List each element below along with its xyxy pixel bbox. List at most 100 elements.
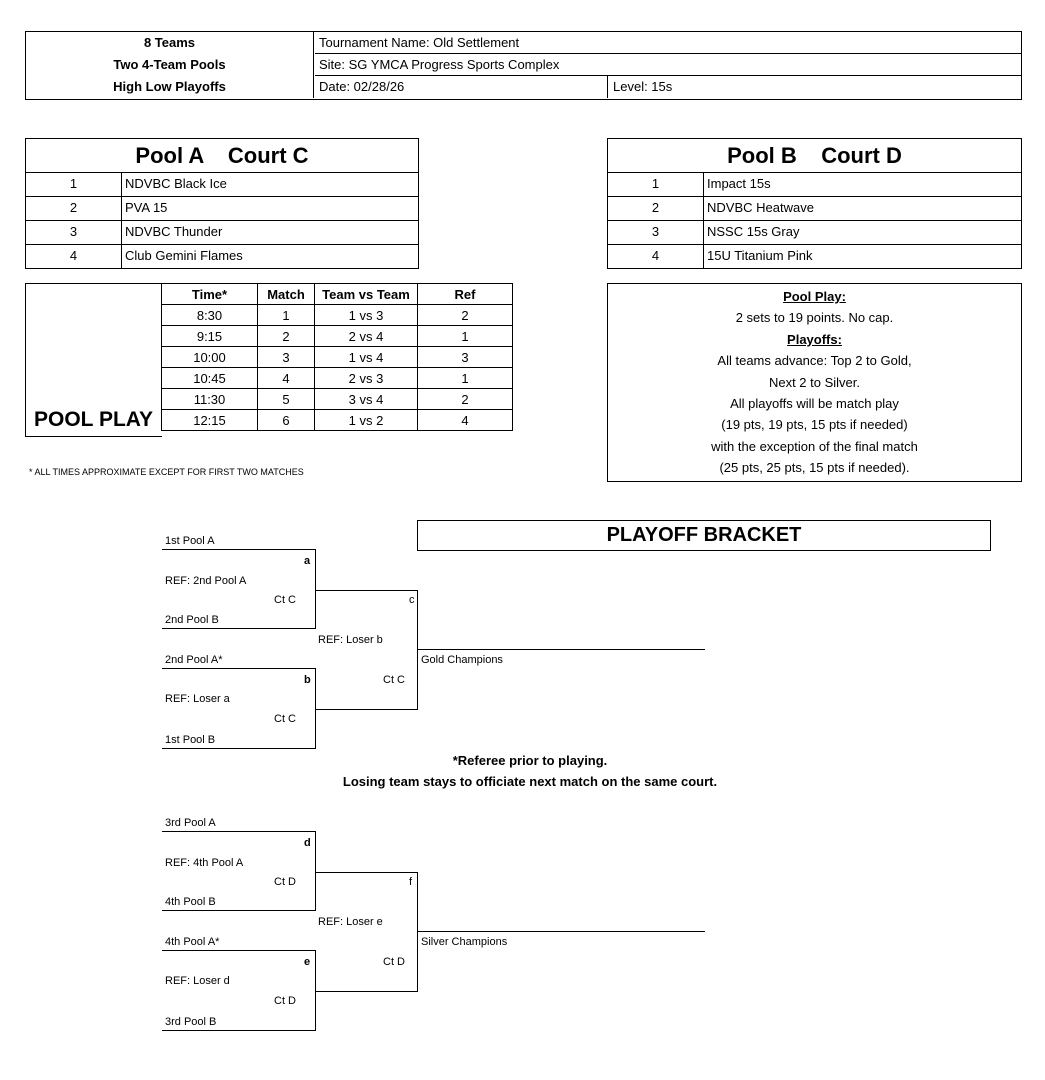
pool-b-title-text: Pool B Court D [727,143,902,168]
cell-ref: 3 [417,346,513,368]
cell-time: 9:15 [161,325,258,347]
bracket-line [417,590,418,710]
bracket-line [315,590,418,591]
tournament-name: Tournament Name: Old Settlement [315,32,1021,54]
cell-teams: 1 vs 4 [314,346,418,368]
rules-box: Pool Play: 2 sets to 19 points. No cap. … [607,283,1022,482]
seed-label: 2nd Pool B [165,614,219,626]
tournament-site: Site: SG YMCA Progress Sports Complex [315,54,1021,76]
team-seed: 1 [608,173,704,196]
cell-teams: 2 vs 3 [314,367,418,389]
cell-time: 10:45 [161,367,258,389]
pool-play-heading: Pool Play: [783,289,846,304]
bracket-line [162,748,315,749]
pool-b-title: Pool B Court D [608,139,1021,173]
rules-line: with the exception of the final match [711,438,918,454]
cell-match: 5 [257,388,315,410]
bracket-line [162,831,315,832]
bracket-title: PLAYOFF BRACKET [417,520,991,551]
seed-label: 1st Pool B [165,734,216,746]
cell-teams: 2 vs 4 [314,325,418,347]
referee-label: REF: Loser e [318,916,383,928]
bracket-line [315,709,418,710]
col-team-vs-team: Team vs Team [314,283,418,305]
rules-line: (19 pts, 19 pts, 15 pts if needed) [721,417,908,433]
bracket-line [162,950,315,951]
playoffs-heading: Playoffs: [787,331,842,347]
team-name: NSSC 15s Gray [707,224,800,239]
pool-a-title-text: Pool A Court C [135,143,309,168]
bracket-line [315,549,316,629]
match-letter: d [304,837,311,849]
team-name: NDVBC Thunder [125,224,223,239]
rules-line: (25 pts, 25 pts, 15 pts if needed). [719,460,910,476]
court-label: Ct D [383,956,405,968]
tournament-date: Date: 02/28/26 [315,76,608,98]
pool-play-text: 2 sets to 19 points. No cap. [735,310,894,326]
cell-match: 2 [257,325,315,347]
cell-time: 8:30 [161,304,258,326]
cell-match: 6 [257,409,315,431]
champion-label: Gold Champions [421,654,503,666]
match-letter: b [304,674,311,686]
schedule-footnote: * ALL TIMES APPROXIMATE EXCEPT FOR FIRST… [29,467,304,477]
format-pools: Two 4-Team Pools [113,57,226,72]
team-name: 15U Titanium Pink [707,248,813,263]
cell-ref: 2 [417,388,513,410]
referee-label: REF: Loser b [318,634,383,646]
bracket-line [417,649,705,650]
cell-teams: 1 vs 2 [314,409,418,431]
cell-time: 11:30 [161,388,258,410]
team-seed: 1 [26,173,122,196]
tournament-header: 8 Teams Two 4-Team Pools High Low Playof… [25,31,1022,100]
team-name: Impact 15s [707,176,771,191]
champion-label: Silver Champions [421,936,508,948]
bracket-line [315,831,316,911]
cell-ref: 4 [417,409,513,431]
referee-label: REF: 2nd Pool A [165,575,247,587]
seed-label: 3rd Pool B [165,1016,217,1028]
bracket-line [315,668,316,749]
col-time: Time* [161,283,258,305]
match-letter: f [409,876,413,888]
bracket-line [315,872,418,873]
seed-label: 4th Pool B [165,896,216,908]
referee-label: REF: 4th Pool A [165,857,244,869]
bracket-line [417,931,705,932]
rules-line: All teams advance: Top 2 to Gold, [717,353,912,369]
schedule-header-row: Time* Match Team vs Team Ref [161,283,513,305]
cell-ref: 1 [417,367,513,389]
team-name: PVA 15 [125,200,168,215]
team-seed: 3 [608,221,704,244]
cell-teams: 3 vs 4 [314,388,418,410]
bracket-line [315,991,418,992]
team-name: NDVBC Black Ice [125,176,227,191]
court-label: Ct D [274,876,296,888]
team-name: NDVBC Heatwave [707,200,814,215]
pool-a-title: Pool A Court C [26,139,418,173]
bracket-line [315,950,316,1031]
bracket-note-referee: *Referee prior to playing. [452,753,608,768]
rules-line: All playoffs will be match play [730,395,899,411]
team-seed: 4 [26,245,122,268]
bracket-note-losing: Losing team stays to officiate next matc… [342,774,718,789]
cell-ref: 2 [417,304,513,326]
court-label: Ct C [274,713,296,725]
tournament-level: Level: 15s [613,79,673,94]
court-label: Ct C [383,674,405,686]
cell-time: 12:15 [161,409,258,431]
col-match: Match [257,283,315,305]
team-seed: 2 [26,197,122,220]
col-ref: Ref [417,283,513,305]
